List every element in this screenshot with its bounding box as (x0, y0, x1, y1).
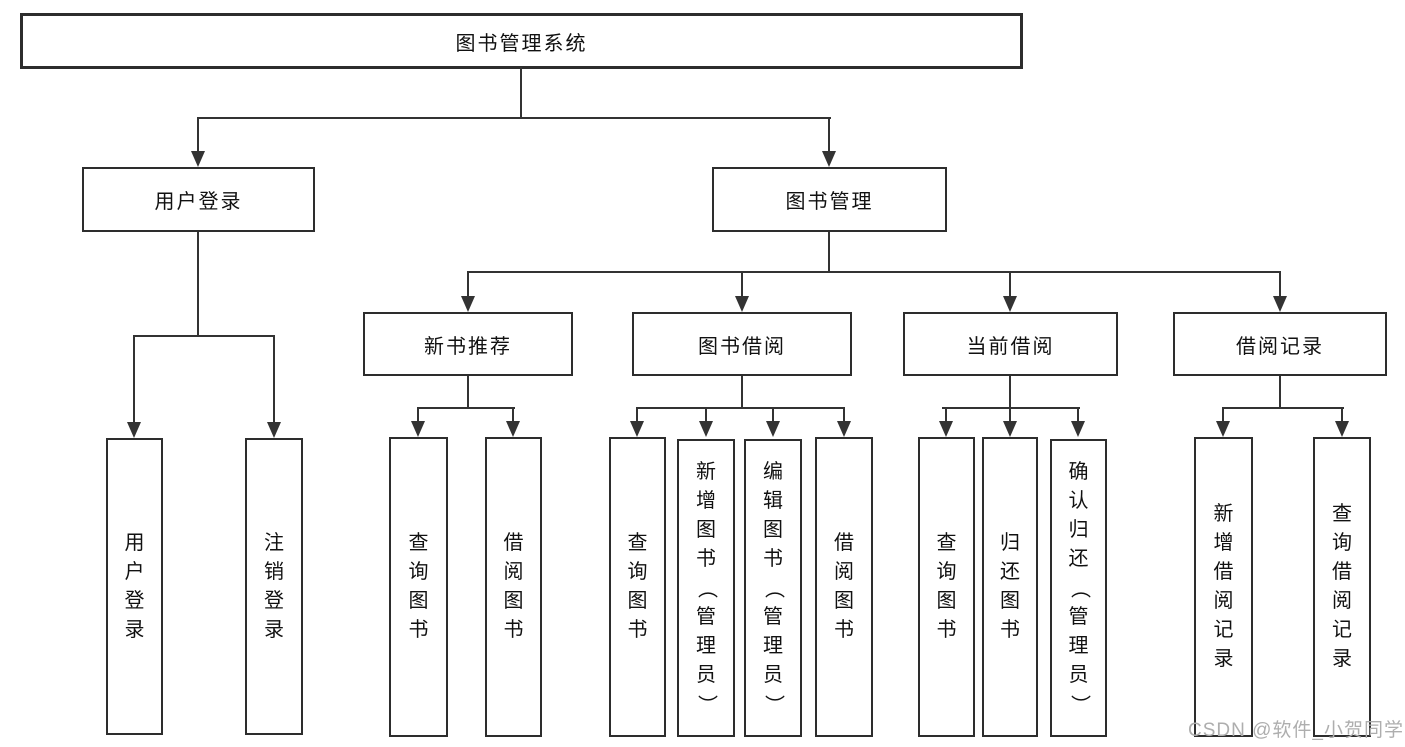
arrow-down-icon (1003, 296, 1017, 312)
leaf-user-login-label: 用户登录 (124, 531, 145, 641)
node-root-library-system: 图书管理系统 (20, 13, 1023, 69)
connector-line (772, 407, 774, 422)
connector-line (828, 232, 830, 273)
leaf-label: 编辑图书（管理员） (762, 460, 785, 715)
leaf-label: 查询图书 (936, 532, 957, 641)
node-user-login-label: 用户登录 (154, 191, 243, 213)
arrow-down-icon (267, 422, 281, 438)
arrow-down-icon (1273, 296, 1287, 312)
leaf-edit-book-admin: 编辑图书（管理员） (744, 439, 802, 737)
leaf-label: 借阅图书 (503, 532, 524, 641)
connector-line (520, 67, 522, 119)
arrow-down-icon (822, 151, 836, 167)
node-new-book-recommend: 新书推荐 (363, 312, 573, 376)
connector-line (741, 376, 743, 409)
arrow-down-icon (127, 422, 141, 438)
node-book-management: 图书管理 (712, 167, 947, 232)
connector-line (636, 407, 638, 422)
leaf-query-borrow-record: 查询借阅记录 (1313, 437, 1371, 737)
connector-line (1279, 271, 1281, 297)
leaf-borrow-query-book: 查询图书 (609, 437, 666, 737)
connector-line (417, 407, 419, 422)
node-user-login: 用户登录 (82, 167, 315, 232)
arrow-down-icon (939, 421, 953, 437)
leaf-add-book-admin: 新增图书（管理员） (677, 439, 735, 737)
leaf-add-borrow-record: 新增借阅记录 (1194, 437, 1253, 737)
leaf-label: 查询图书 (627, 532, 648, 641)
connector-line (942, 407, 1080, 409)
connector-line (1077, 407, 1079, 422)
leaf-user-login: 用户登录 (106, 438, 163, 735)
arrow-down-icon (837, 421, 851, 437)
connector-line (636, 407, 845, 409)
arrow-down-icon (766, 421, 780, 437)
arrow-down-icon (1216, 421, 1230, 437)
leaf-label: 借阅图书 (834, 532, 854, 641)
node-book-borrow: 图书借阅 (632, 312, 852, 376)
leaf-confirm-return-admin: 确认归还（管理员） (1050, 439, 1107, 737)
connector-line (467, 271, 1281, 273)
leaf-logout: 注销登录 (245, 438, 303, 735)
node-book-management-label: 图书管理 (785, 191, 874, 213)
connector-line (417, 407, 515, 409)
connector-line (1009, 271, 1011, 297)
arrow-down-icon (1071, 421, 1085, 437)
connector-line (133, 335, 275, 337)
leaf-logout-label: 注销登录 (264, 531, 284, 641)
leaf-label: 新增借阅记录 (1213, 503, 1234, 670)
connector-line (197, 117, 199, 152)
arrow-down-icon (461, 296, 475, 312)
csdn-watermark: CSDN @软件_小贺同学 (1188, 720, 1404, 741)
connector-line (512, 407, 514, 422)
node-book-borrow-label: 图书借阅 (698, 335, 786, 358)
leaf-borrow-borrow-book: 借阅图书 (815, 437, 873, 737)
arrow-down-icon (735, 296, 749, 312)
connector-line (198, 117, 831, 119)
leaf-label: 查询图书 (408, 532, 429, 641)
connector-line (273, 335, 275, 422)
connector-line (467, 271, 469, 297)
leaf-return-book: 归还图书 (982, 437, 1038, 737)
arrow-down-icon (699, 421, 713, 437)
node-new-book-label: 新书推荐 (424, 335, 512, 358)
connector-line (741, 271, 743, 297)
leaf-newbook-query-book: 查询图书 (389, 437, 448, 737)
node-root-label: 图书管理系统 (455, 32, 588, 55)
node-current-borrow-label: 当前借阅 (966, 335, 1055, 358)
connector-line (1009, 407, 1011, 422)
connector-line (1341, 407, 1343, 422)
arrow-down-icon (411, 421, 425, 437)
node-borrow-record-label: 借阅记录 (1236, 335, 1324, 358)
connector-line (1222, 407, 1224, 422)
leaf-newbook-borrow-book: 借阅图书 (485, 437, 542, 737)
leaf-label: 查询借阅记录 (1332, 503, 1352, 670)
arrow-down-icon (191, 151, 205, 167)
connector-line (828, 117, 830, 152)
arrow-down-icon (630, 421, 644, 437)
leaf-label: 归还图书 (1000, 532, 1020, 641)
arrow-down-icon (1003, 421, 1017, 437)
connector-line (197, 232, 199, 336)
arrow-down-icon (506, 421, 520, 437)
connector-line (1222, 407, 1344, 409)
connector-line (133, 335, 135, 422)
leaf-current-query-book: 查询图书 (918, 437, 975, 737)
node-borrow-record: 借阅记录 (1173, 312, 1387, 376)
leaf-label: 新增图书（管理员） (695, 460, 718, 715)
connector-line (705, 407, 707, 422)
connector-line (945, 407, 947, 422)
connector-line (843, 407, 845, 422)
connector-line (467, 376, 469, 409)
arrow-down-icon (1335, 421, 1349, 437)
node-current-borrow: 当前借阅 (903, 312, 1118, 376)
connector-line (1009, 376, 1011, 409)
connector-line (1279, 376, 1281, 409)
leaf-label: 确认归还（管理员） (1068, 460, 1090, 715)
